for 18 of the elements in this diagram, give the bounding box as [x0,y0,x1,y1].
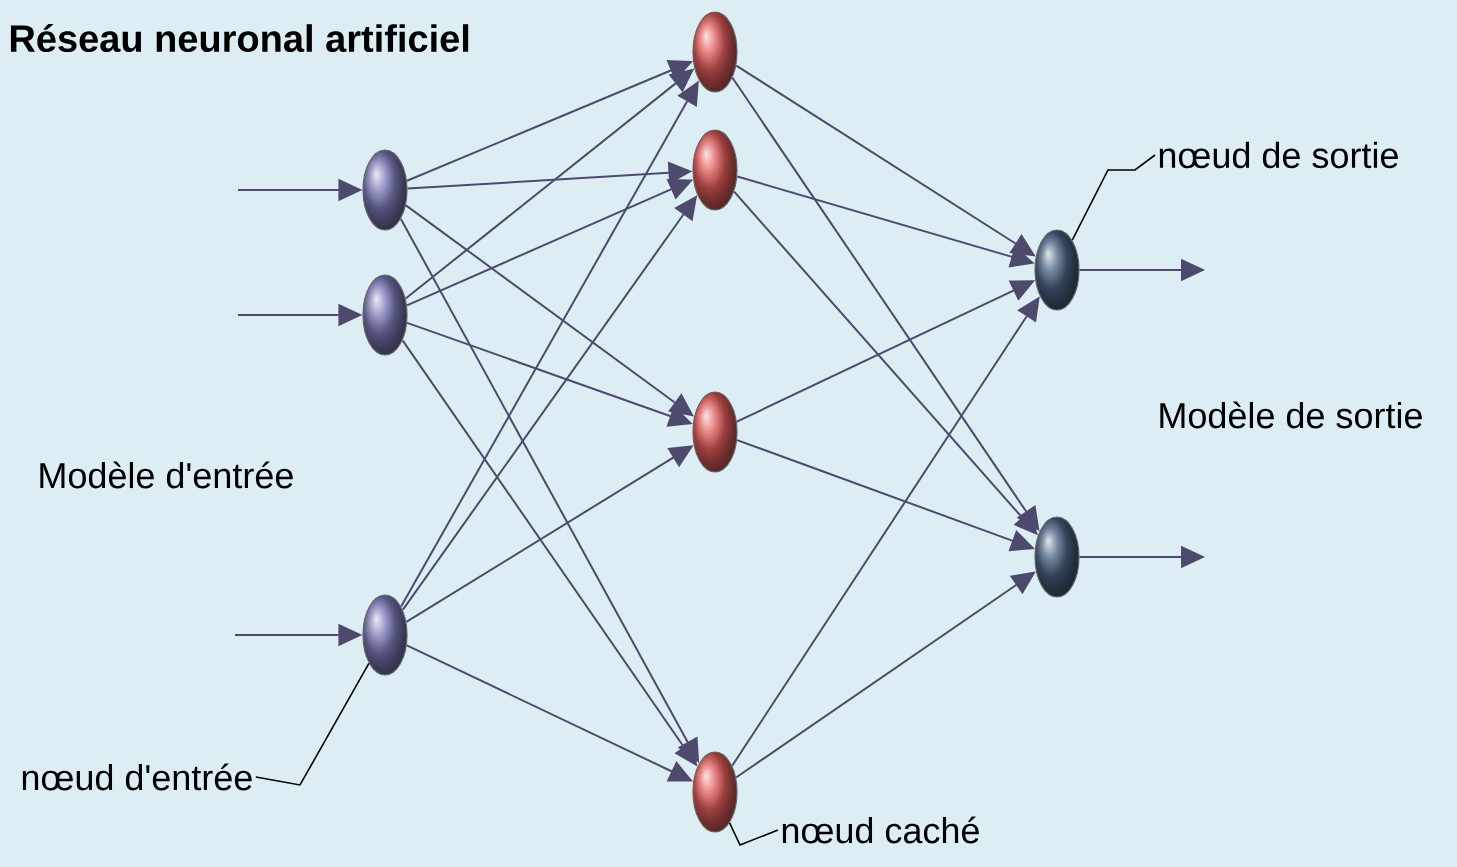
title: Réseau neuronal artificiel [10,23,469,53]
leader-line [255,662,370,786]
node-label: nœud caché [782,816,979,844]
neuron-ball [362,594,408,676]
leader-line [728,822,779,846]
neuron-ball [362,274,408,356]
neuron-ball [362,149,408,231]
neuron-ball [692,11,738,93]
neuron-ball [1034,229,1080,311]
neuron-ball [1034,516,1080,598]
leader-line [1071,154,1156,241]
node-label: nœud de sortie [1159,141,1398,169]
neuron-ball [692,391,738,473]
layer-label: Modèle d'entrée [40,461,293,489]
layer-label: Modèle de sortie [1160,401,1422,429]
neuron-ball [692,129,738,211]
neuron-ball [692,751,738,833]
node-label: nœud d'entrée [22,763,252,791]
